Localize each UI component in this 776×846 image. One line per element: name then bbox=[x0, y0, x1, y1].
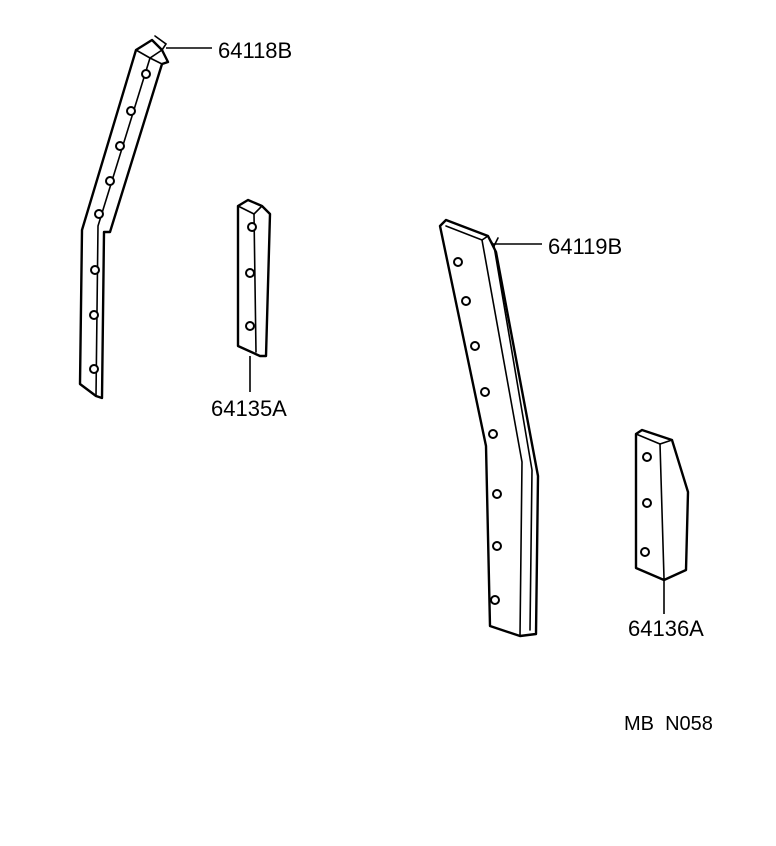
callout-64135a: 64135A bbox=[211, 396, 287, 421]
callout-64119b: 64119B bbox=[548, 234, 623, 259]
bolt-hole bbox=[126, 106, 136, 116]
bolt-hole bbox=[90, 265, 100, 275]
bolt-hole bbox=[488, 429, 498, 439]
bolt-hole bbox=[245, 321, 255, 331]
bolt-hole bbox=[492, 541, 502, 551]
bolt-hole bbox=[105, 176, 115, 186]
bolt-hole bbox=[89, 364, 99, 374]
bolt-hole bbox=[480, 387, 490, 397]
bolt-hole bbox=[640, 547, 650, 557]
diagram-reference-code: MB N058 bbox=[624, 713, 713, 735]
bracket-64118b bbox=[78, 35, 170, 400]
bolt-hole bbox=[453, 257, 463, 267]
bolt-hole bbox=[642, 498, 652, 508]
bolt-hole bbox=[245, 268, 255, 278]
callout-64136a: 64136A bbox=[628, 616, 704, 641]
bolt-hole bbox=[89, 310, 99, 320]
bolt-hole bbox=[490, 595, 500, 605]
bolt-hole bbox=[141, 69, 151, 79]
bolt-hole bbox=[247, 222, 257, 232]
bolt-hole bbox=[94, 209, 104, 219]
bolt-hole bbox=[115, 141, 125, 151]
callout-64118b: 64118B bbox=[218, 38, 293, 63]
bolt-hole bbox=[492, 489, 502, 499]
bracket-64136a bbox=[634, 428, 690, 582]
bolt-hole bbox=[642, 452, 652, 462]
bolt-hole bbox=[461, 296, 471, 306]
bolt-hole bbox=[470, 341, 480, 351]
bracket-64135a bbox=[236, 198, 272, 358]
bracket-64119b bbox=[438, 218, 540, 638]
